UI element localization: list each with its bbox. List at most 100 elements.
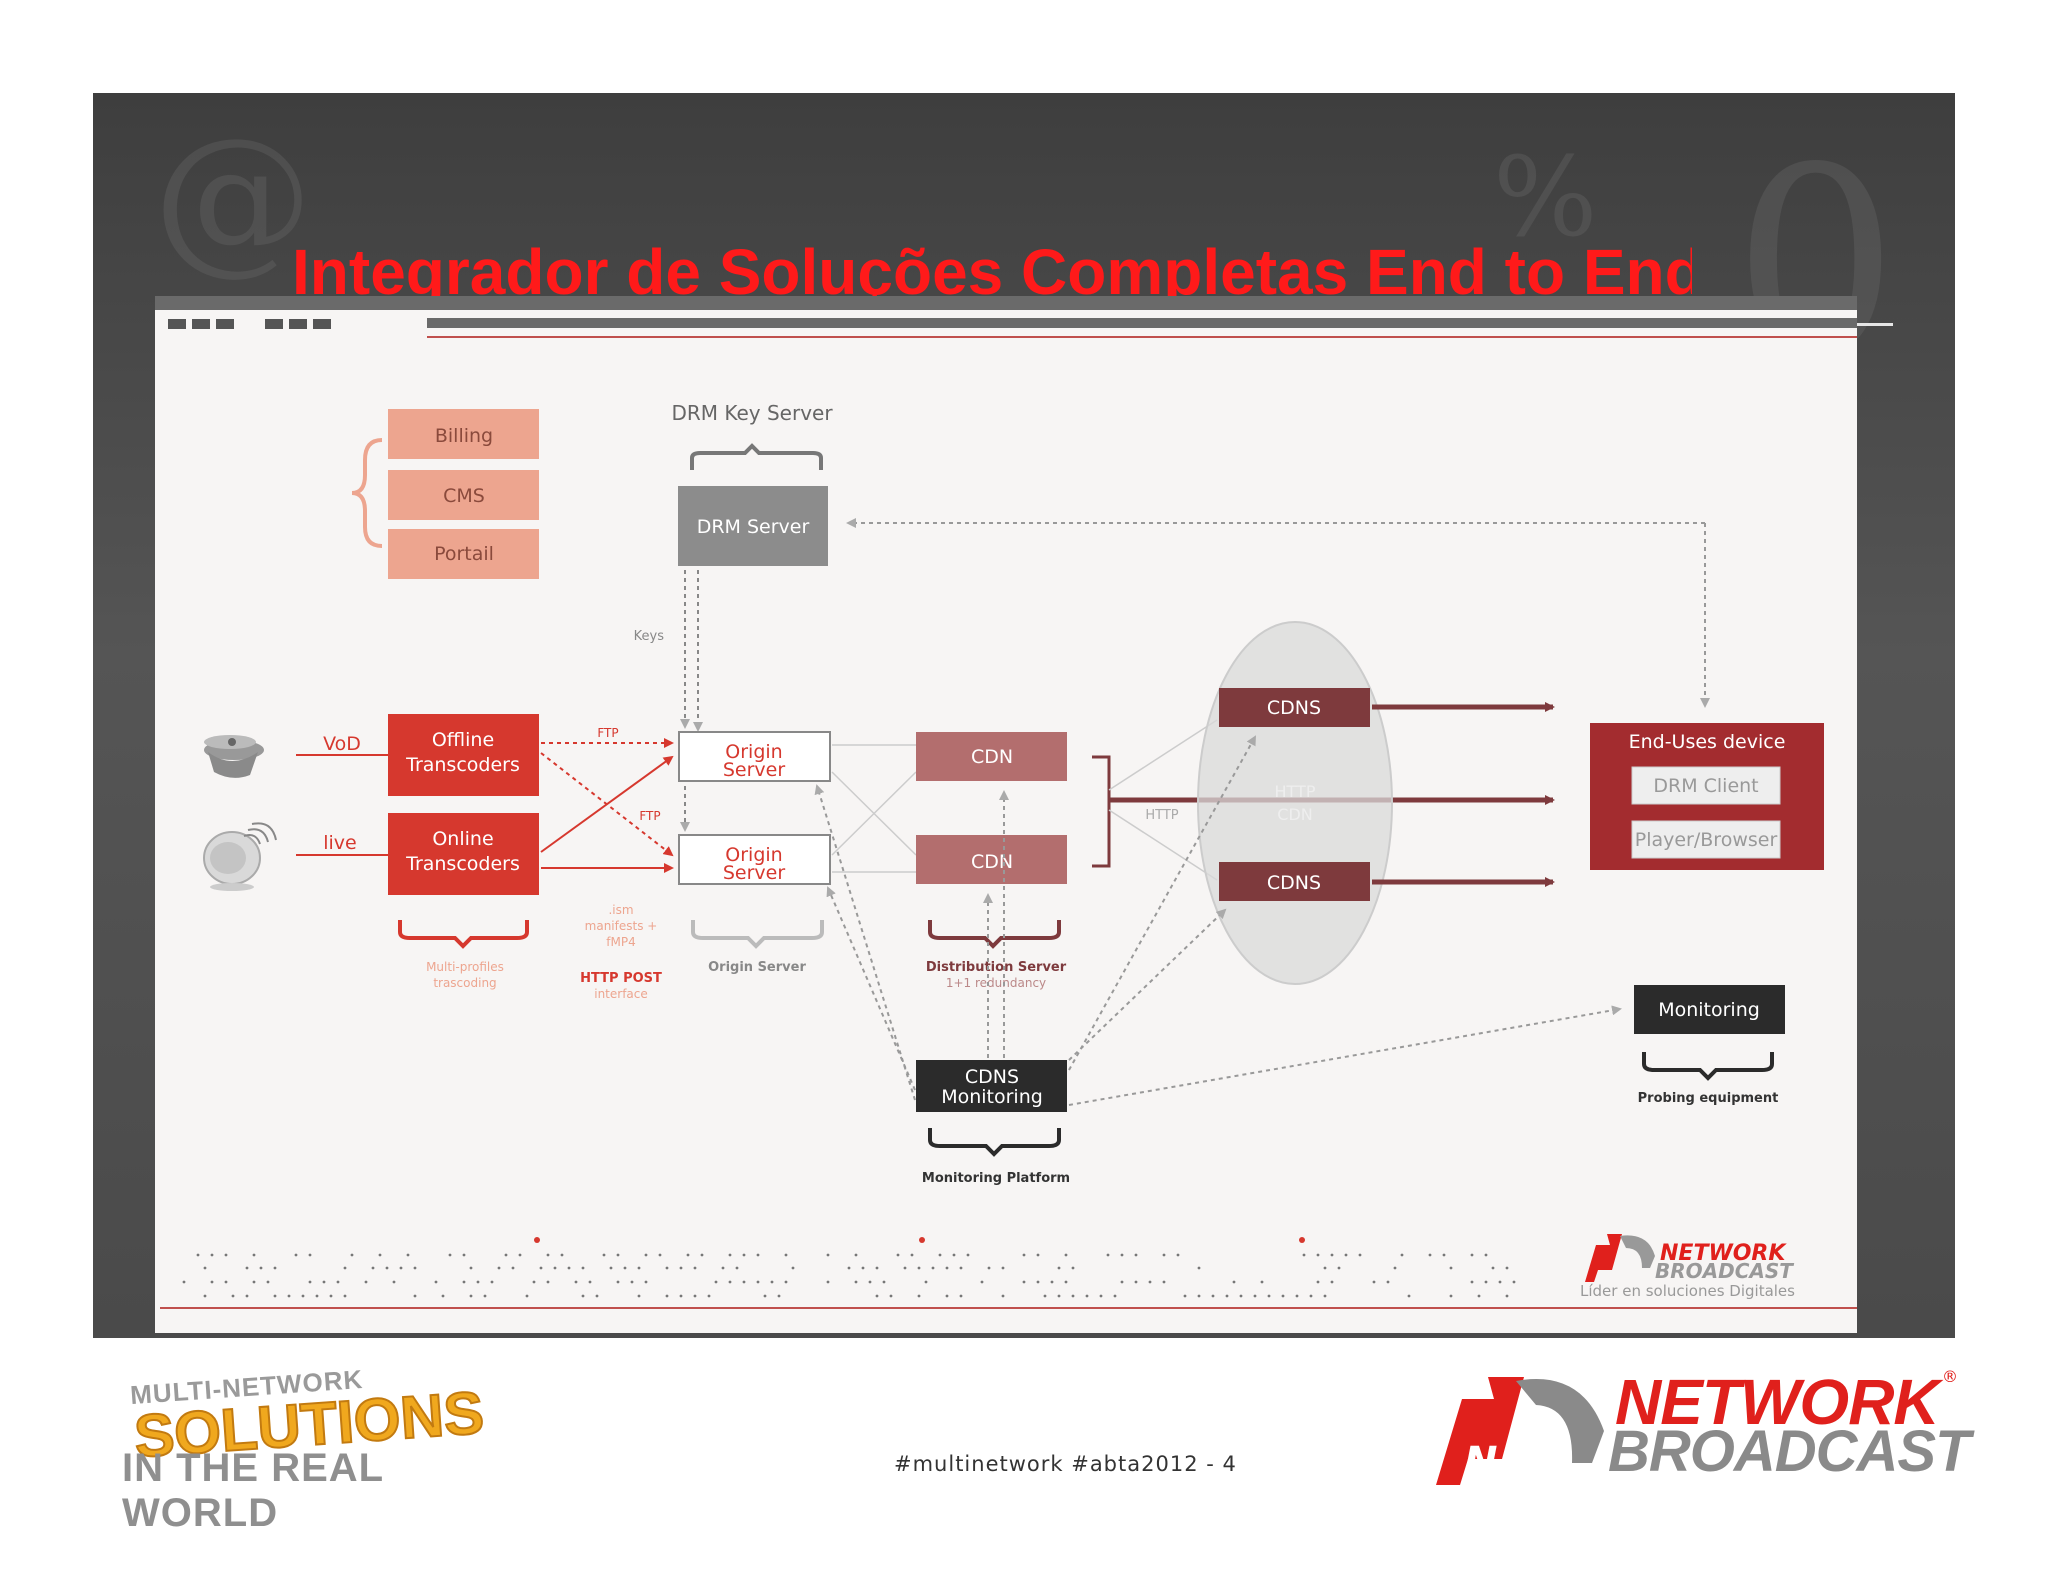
decorative-dot (1386, 1280, 1390, 1284)
decorative-dot (1232, 1280, 1236, 1284)
decorative-dot (742, 1253, 746, 1257)
decorative-dot (847, 1266, 851, 1270)
decorative-dot (637, 1294, 641, 1298)
transcoders-brace (398, 920, 529, 949)
banner-deco-glyph: @ (153, 103, 313, 290)
decorative-dot (371, 1266, 375, 1270)
decorative-dot (1477, 1294, 1481, 1298)
decorative-dot (1064, 1253, 1068, 1257)
origin-1-label-2: Server (723, 759, 785, 781)
http-cdn-label-2: CDN (1277, 805, 1312, 824)
player-browser-box (1631, 820, 1781, 859)
decorative-dot (413, 1266, 417, 1270)
solutions-line-3: IN THE REAL WORLD (122, 1446, 384, 1535)
decorative-dot (910, 1253, 914, 1257)
http-cdn-cloud (1197, 621, 1393, 985)
decorative-dot (469, 1294, 473, 1298)
decorative-dot (1281, 1294, 1285, 1298)
decorative-dot (959, 1294, 963, 1298)
drm-server-box: DRM Server (678, 486, 828, 566)
decorative-dot (707, 1294, 711, 1298)
architecture-diagram: Billing CMS Portail DRM Key Server DRM S… (155, 296, 1857, 1309)
http-cdn-label-1: HTTP (1275, 782, 1316, 801)
decorative-dot (385, 1266, 389, 1270)
drm-client-label: DRM Client (1653, 775, 1758, 797)
decorative-dot (1309, 1294, 1313, 1298)
decorative-dot (553, 1266, 557, 1270)
decorative-dot (763, 1294, 767, 1298)
decorative-dot (1512, 1280, 1516, 1284)
decorative-dot (203, 1266, 207, 1270)
decorative-dot (1295, 1294, 1299, 1298)
decorative-dot (875, 1266, 879, 1270)
decorative-dot (1120, 1280, 1124, 1284)
decorative-dot (1148, 1280, 1152, 1284)
nb-small-logo-tagline: Líder en soluciones Digitales (1580, 1282, 1795, 1300)
diagram-slide: Billing CMS Portail DRM Key Server DRM S… (155, 296, 1857, 1333)
live-label: live (323, 832, 357, 854)
decorative-dot (665, 1294, 669, 1298)
ftp-bottom-label: FTP (639, 809, 660, 823)
decorative-dot (1470, 1280, 1474, 1284)
decorative-dot (875, 1294, 879, 1298)
decorative-dot (434, 1280, 438, 1284)
offline-label-2: Transcoders (405, 754, 520, 776)
decorative-dot (777, 1294, 781, 1298)
decorative-dot (518, 1253, 522, 1257)
decorative-dot (1225, 1294, 1229, 1298)
top-boxes-brace (351, 438, 383, 548)
header-rule (427, 318, 1857, 328)
decorative-dot (574, 1280, 578, 1284)
cdns-1-label: CDNS (1267, 697, 1321, 719)
decorative-dot (917, 1294, 921, 1298)
decorative-dot (952, 1253, 956, 1257)
cdn-group-bracket (1092, 755, 1111, 868)
decorative-dot (497, 1266, 501, 1270)
decorative-dot (1358, 1253, 1362, 1257)
decorative-dot (1064, 1280, 1068, 1284)
decorative-dot (1022, 1280, 1026, 1284)
decorative-dot (1316, 1253, 1320, 1257)
decorative-dot (1330, 1253, 1334, 1257)
decorative-dot (742, 1280, 746, 1284)
decorative-dot (1400, 1253, 1404, 1257)
decorative-dot (483, 1294, 487, 1298)
decorative-dot (882, 1280, 886, 1284)
decorative-dot-band (182, 1237, 1516, 1298)
decorative-dot (1428, 1253, 1432, 1257)
online-transcoders-box: Online Transcoders (388, 813, 539, 895)
decorative-dot (567, 1266, 571, 1270)
multi-profiles-1: Multi-profiles (426, 960, 504, 974)
decorative-dot (1050, 1280, 1054, 1284)
decorative-dot (1099, 1294, 1103, 1298)
decorative-dot (581, 1294, 585, 1298)
offline-transcoders-box: Offline Transcoders (388, 714, 539, 796)
decorative-dot (693, 1266, 697, 1270)
decorative-dot (728, 1280, 732, 1284)
decorative-dot-accent (534, 1237, 540, 1243)
cdn-1-label: CDN (971, 746, 1013, 768)
decorative-dot (735, 1266, 739, 1270)
decorative-dot (266, 1280, 270, 1284)
decorative-dot (336, 1280, 340, 1284)
decorative-dot (1337, 1266, 1341, 1270)
multi-profiles-2: trascoding (433, 976, 496, 990)
decorative-dot (210, 1253, 214, 1257)
billing-label: Billing (435, 425, 493, 447)
decorative-dot (728, 1253, 732, 1257)
decorative-dot (462, 1253, 466, 1257)
decorative-dot (1449, 1266, 1453, 1270)
decorative-dot (308, 1253, 312, 1257)
decorative-dot (1260, 1280, 1264, 1284)
decorative-dot (294, 1253, 298, 1257)
portail-label: Portail (434, 543, 494, 565)
decorative-dot (1197, 1294, 1201, 1298)
decorative-dot (182, 1280, 186, 1284)
decorative-dot (1134, 1253, 1138, 1257)
decorative-dot (525, 1294, 529, 1298)
film-reel-icon (204, 735, 264, 778)
decorative-dot (980, 1280, 984, 1284)
decorative-dot (602, 1253, 606, 1257)
decorative-dot (854, 1253, 858, 1257)
decorative-dot (609, 1266, 613, 1270)
